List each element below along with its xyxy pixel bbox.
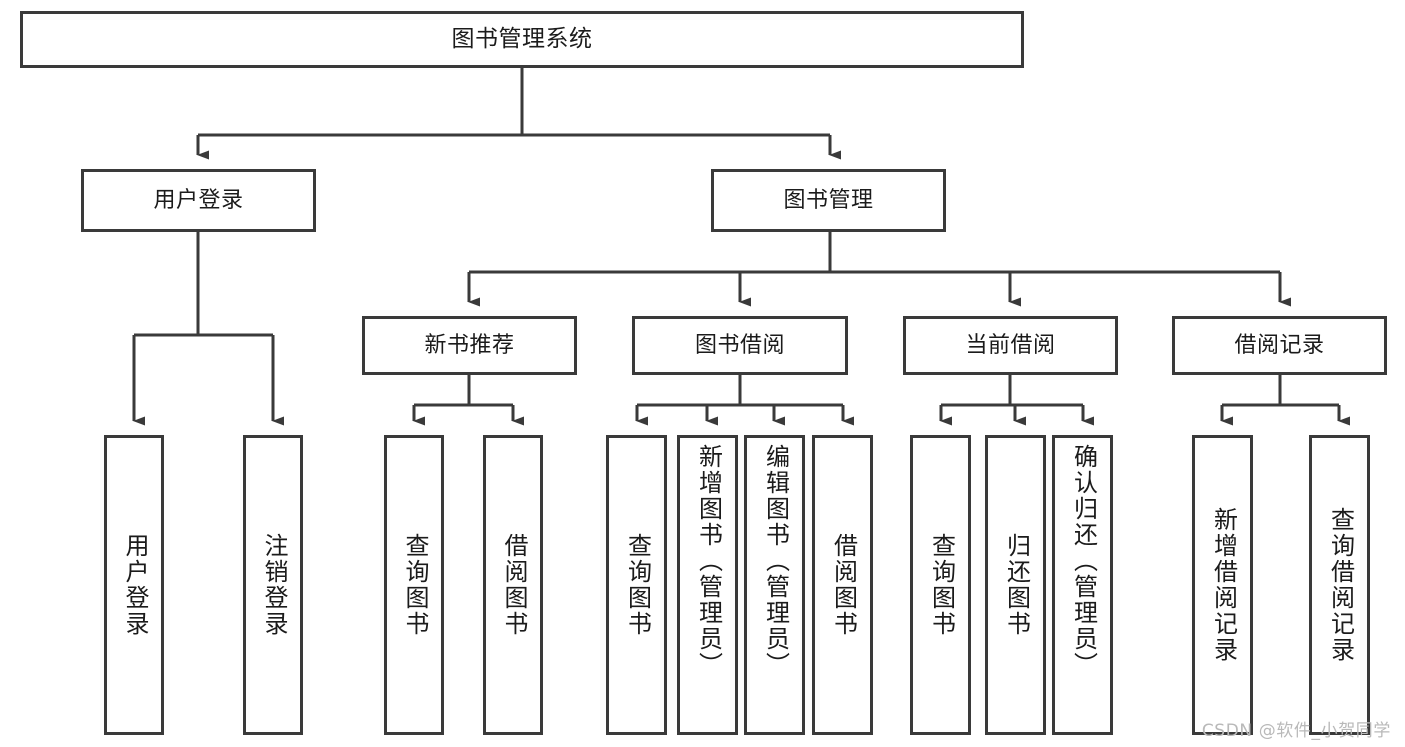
leaf-logout[interactable]: 注销登录 <box>243 435 303 735</box>
node-label: 查询图书 <box>400 533 429 637</box>
node-label: 查询图书 <box>623 533 652 637</box>
node-label: 新书推荐 <box>424 332 515 358</box>
leaf-query-borrow-record[interactable]: 查询借阅记录 <box>1309 435 1370 735</box>
leaf-query-book-recommend[interactable]: 查询图书 <box>384 435 444 735</box>
leaf-add-borrow-record[interactable]: 新增借阅记录 <box>1192 435 1253 735</box>
node-label: 图书管理 <box>783 187 874 213</box>
node-label: 查询图书 <box>927 533 956 637</box>
node-root-book-management-system[interactable]: 图书管理系统 <box>20 11 1024 68</box>
leaf-return-book[interactable]: 归还图书 <box>985 435 1046 735</box>
node-user-login[interactable]: 用户登录 <box>81 169 316 232</box>
node-label: 查询借阅记录 <box>1326 507 1355 663</box>
node-label: 新增图书（管理员） <box>694 444 723 678</box>
leaf-user-login[interactable]: 用户登录 <box>104 435 164 735</box>
node-label: 借阅记录 <box>1234 332 1325 358</box>
node-label: 编辑图书（管理员） <box>761 444 790 678</box>
node-book-management[interactable]: 图书管理 <box>711 169 946 232</box>
leaf-query-book-current[interactable]: 查询图书 <box>910 435 971 735</box>
leaf-borrow-book[interactable]: 借阅图书 <box>812 435 873 735</box>
node-label: 新增借阅记录 <box>1209 507 1238 663</box>
node-borrow-records[interactable]: 借阅记录 <box>1172 316 1387 375</box>
node-current-borrow[interactable]: 当前借阅 <box>903 316 1118 375</box>
leaf-query-book-borrow[interactable]: 查询图书 <box>606 435 667 735</box>
node-label: 当前借阅 <box>965 332 1056 358</box>
node-label: 借阅图书 <box>829 533 858 637</box>
node-label: 用户登录 <box>120 533 149 637</box>
node-label: 确认归还（管理员） <box>1069 444 1098 678</box>
leaf-edit-book-admin[interactable]: 编辑图书（管理员） <box>744 435 805 735</box>
csdn-watermark: CSDN @软件_小贺同学 <box>1201 721 1391 741</box>
node-label: 图书管理系统 <box>451 25 593 52</box>
node-label: 归还图书 <box>1002 533 1031 637</box>
node-label: 借阅图书 <box>499 533 528 637</box>
node-label: 图书借阅 <box>694 332 785 358</box>
leaf-add-book-admin[interactable]: 新增图书（管理员） <box>677 435 738 735</box>
node-label: 注销登录 <box>259 533 288 637</box>
node-new-book-recommend[interactable]: 新书推荐 <box>362 316 577 375</box>
leaf-confirm-return-admin[interactable]: 确认归还（管理员） <box>1052 435 1113 735</box>
node-label: 用户登录 <box>153 187 244 213</box>
node-book-borrow[interactable]: 图书借阅 <box>632 316 848 375</box>
leaf-borrow-book-recommend[interactable]: 借阅图书 <box>483 435 543 735</box>
